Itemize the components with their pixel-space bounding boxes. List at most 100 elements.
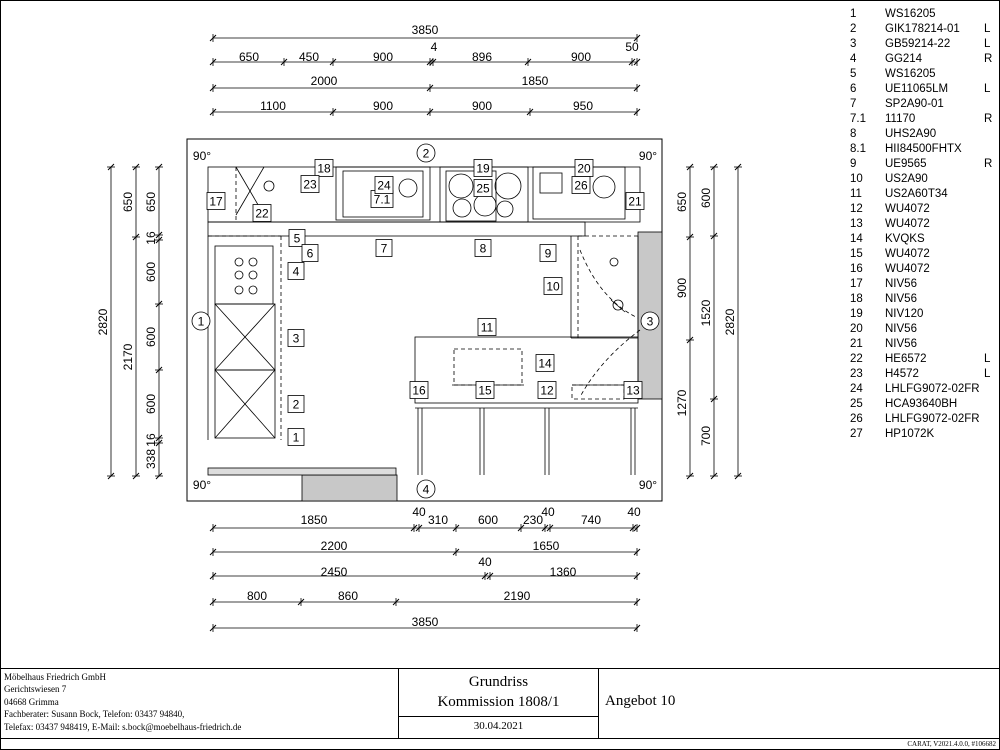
dim-label: 650 (144, 192, 158, 212)
dim-tick (155, 300, 163, 308)
dim-label: 2820 (723, 308, 737, 335)
dim-label: 900 (373, 50, 393, 64)
wall-marker-circle (191, 311, 211, 331)
legend-code: HII84500FHTX (885, 143, 962, 155)
dim-label: 860 (338, 589, 358, 603)
dim-tick (410, 524, 418, 532)
dim-label: 2200 (321, 539, 348, 553)
dim-label: 950 (573, 99, 593, 113)
legend-code: WU4072 (885, 248, 930, 260)
dim-label: 40 (541, 505, 555, 519)
unit-label: 12 (540, 383, 554, 397)
dim-tick (297, 598, 305, 606)
dim-tick (280, 58, 288, 66)
dim-tick (209, 34, 217, 42)
dim-label: 2190 (504, 589, 531, 603)
unit-label-box (314, 159, 334, 177)
dim-tick (710, 472, 718, 480)
dim-tick (415, 524, 423, 532)
unit-label: 7.1 (374, 192, 391, 206)
dim-tick (107, 472, 115, 480)
legend-code: WU4072 (885, 218, 930, 230)
island (414, 336, 639, 475)
dim-tick (633, 548, 641, 556)
unit-label: 4 (293, 264, 300, 278)
unit-label: 7 (381, 241, 388, 255)
legend-number: 3 (850, 38, 857, 50)
unit-label-box (374, 176, 394, 194)
dim-label: 600 (144, 327, 158, 347)
legend-side: L (984, 368, 991, 380)
unit-label: 25 (476, 181, 490, 195)
dim-tick (524, 58, 532, 66)
unit-label: 8 (480, 241, 487, 255)
dim-tick (209, 58, 217, 66)
legend-number: 12 (850, 203, 863, 215)
legend-side: L (984, 353, 991, 365)
unit-label: 23 (303, 177, 317, 191)
legend-number: 14 (850, 233, 863, 245)
company-city: 04668 Grimma (4, 696, 59, 707)
legend-code: UE11065LM (885, 83, 949, 95)
unit-label: 6 (307, 246, 314, 260)
corner-angle: 90° (639, 478, 657, 492)
document-type: Grundriss (468, 674, 529, 690)
unit-label-box (537, 381, 557, 399)
unit-label-box (287, 329, 305, 347)
legend-number: 1 (850, 8, 857, 20)
dim-tick (633, 108, 641, 116)
unit-label-box (571, 176, 591, 194)
software-version: CARAT, V2021.4.0.0, #106682 (907, 740, 996, 748)
dim-label: 40 (412, 505, 426, 519)
dim-label: 2000 (311, 74, 338, 88)
document-date: 30.04.2021 (473, 720, 524, 732)
dim-label: 900 (675, 278, 689, 298)
dim-tick (633, 84, 641, 92)
legend-side: R (984, 113, 993, 125)
dim-tick (686, 163, 694, 171)
dim-tick (526, 108, 534, 116)
dim-tick (633, 58, 641, 66)
unit-label-box (301, 244, 319, 262)
dim-tick (132, 163, 140, 171)
legend-code: NIV56 (885, 293, 917, 305)
dim-tick (734, 472, 742, 480)
dim-tick (481, 572, 489, 580)
dim-tick (633, 572, 641, 580)
legend-number: 25 (850, 398, 863, 410)
dim-tick (329, 108, 337, 116)
wall-marker-label: 2 (423, 146, 430, 160)
right-area (570, 235, 641, 398)
legend-number: 18 (850, 293, 863, 305)
dim-label: 40 (478, 555, 492, 569)
unit-label-box (543, 277, 563, 295)
legend-number: 4 (850, 53, 857, 65)
dim-label: 896 (472, 50, 492, 64)
unit-label: 14 (538, 356, 552, 370)
dim-tick (633, 524, 641, 532)
unit-label: 17 (209, 194, 223, 208)
legend-code: WU4072 (885, 263, 930, 275)
legend-code: LHLFG9072-02FR (885, 383, 980, 395)
unit-label-box (625, 192, 645, 210)
dim-tick (628, 58, 636, 66)
corner-angle: 90° (639, 149, 657, 163)
dim-tick (686, 336, 694, 344)
dim-tick (633, 624, 641, 632)
legend-number: 10 (850, 173, 863, 185)
legend-code: H4572 (885, 368, 919, 380)
dim-tick (329, 58, 337, 66)
unit-label: 1 (293, 430, 300, 444)
dim-label: 16 (144, 231, 158, 245)
